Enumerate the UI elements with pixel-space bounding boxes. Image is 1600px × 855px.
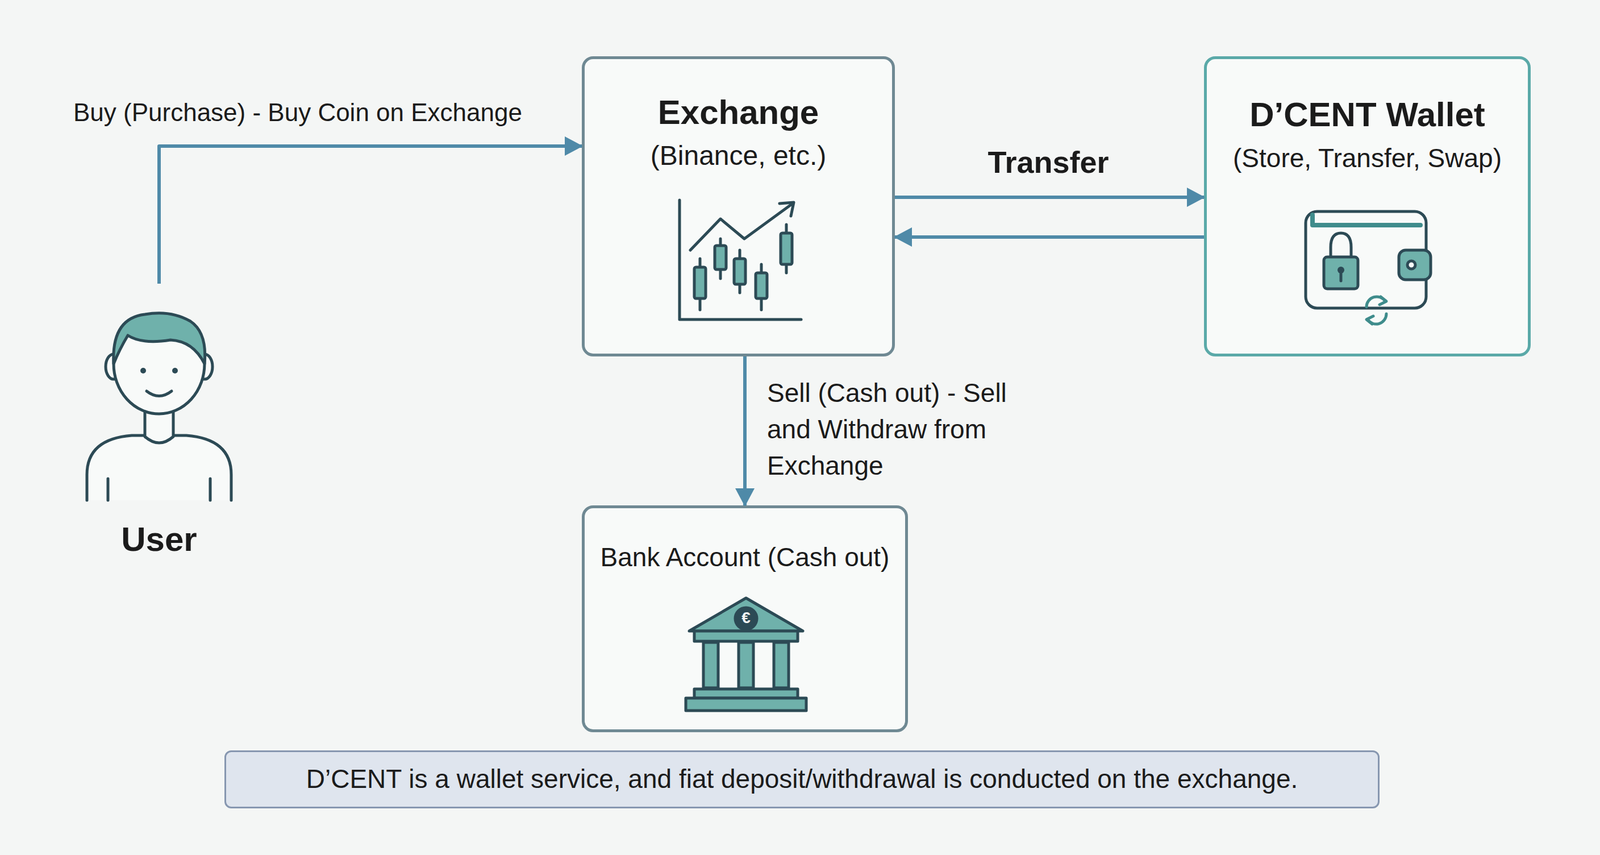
flow-arrow: [159, 146, 582, 284]
node-title: Bank Account (Cash out): [589, 540, 901, 574]
user-actor: User: [73, 283, 245, 562]
bank-icon: [685, 597, 807, 711]
wallet-icon: [1305, 211, 1431, 324]
wallet-box: D’CENT Wallet (Store, Transfer, Swap): [1203, 56, 1531, 357]
node-title: Exchange: [589, 90, 888, 134]
node-title: D’CENT Wallet: [1211, 93, 1524, 136]
exchange-box: Exchange (Binance, etc.): [581, 56, 895, 357]
note-box: D’CENT is a wallet service, and fiat dep…: [224, 750, 1380, 808]
edge-label: Transfer: [934, 143, 1162, 182]
node-subtitle: (Binance, etc.): [589, 138, 888, 173]
flow-arrow: [743, 356, 747, 506]
edge-label: Sell (Cash out) - Sell and Withdraw from…: [767, 375, 1040, 485]
chart-icon: [679, 200, 802, 320]
flow-arrow: [894, 235, 1204, 239]
edge-label: Buy (Purchase) - Buy Coin on Exchange: [73, 96, 574, 128]
user-icon: [86, 313, 232, 500]
bank-box: Bank Account (Cash out): [581, 505, 908, 732]
node-subtitle: (Store, Transfer, Swap): [1211, 142, 1524, 175]
node-title: D’CENT is a wallet service, and fiat dep…: [230, 762, 1374, 796]
node-title: User: [78, 517, 240, 561]
flow-arrow: [894, 195, 1204, 199]
